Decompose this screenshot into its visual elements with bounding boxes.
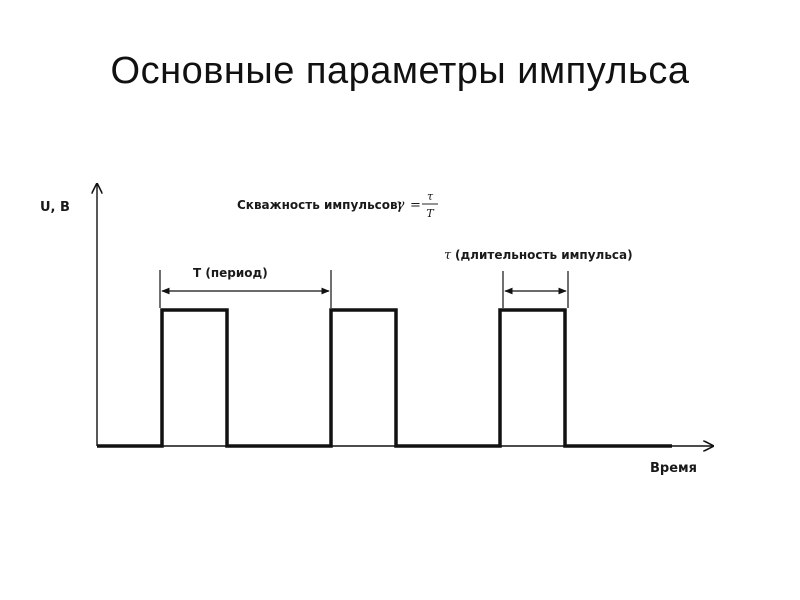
slide-title: Основные параметры импульса bbox=[110, 50, 690, 92]
formula-denominator: T bbox=[426, 207, 435, 220]
y-axis-label: U, B bbox=[40, 200, 70, 215]
formula-gamma: γ bbox=[396, 197, 405, 213]
duration-symbol: τ bbox=[444, 248, 452, 263]
duration-label: (длительность импульса) bbox=[455, 248, 633, 262]
pulse-waveform bbox=[97, 308, 672, 448]
formula-numerator: τ bbox=[427, 190, 434, 203]
period-label: T (период) bbox=[193, 266, 268, 280]
x-axis-label: Время bbox=[650, 461, 697, 476]
formula-equals: = bbox=[410, 198, 421, 213]
duty-cycle-label: Скважность импульсов: bbox=[237, 198, 402, 212]
